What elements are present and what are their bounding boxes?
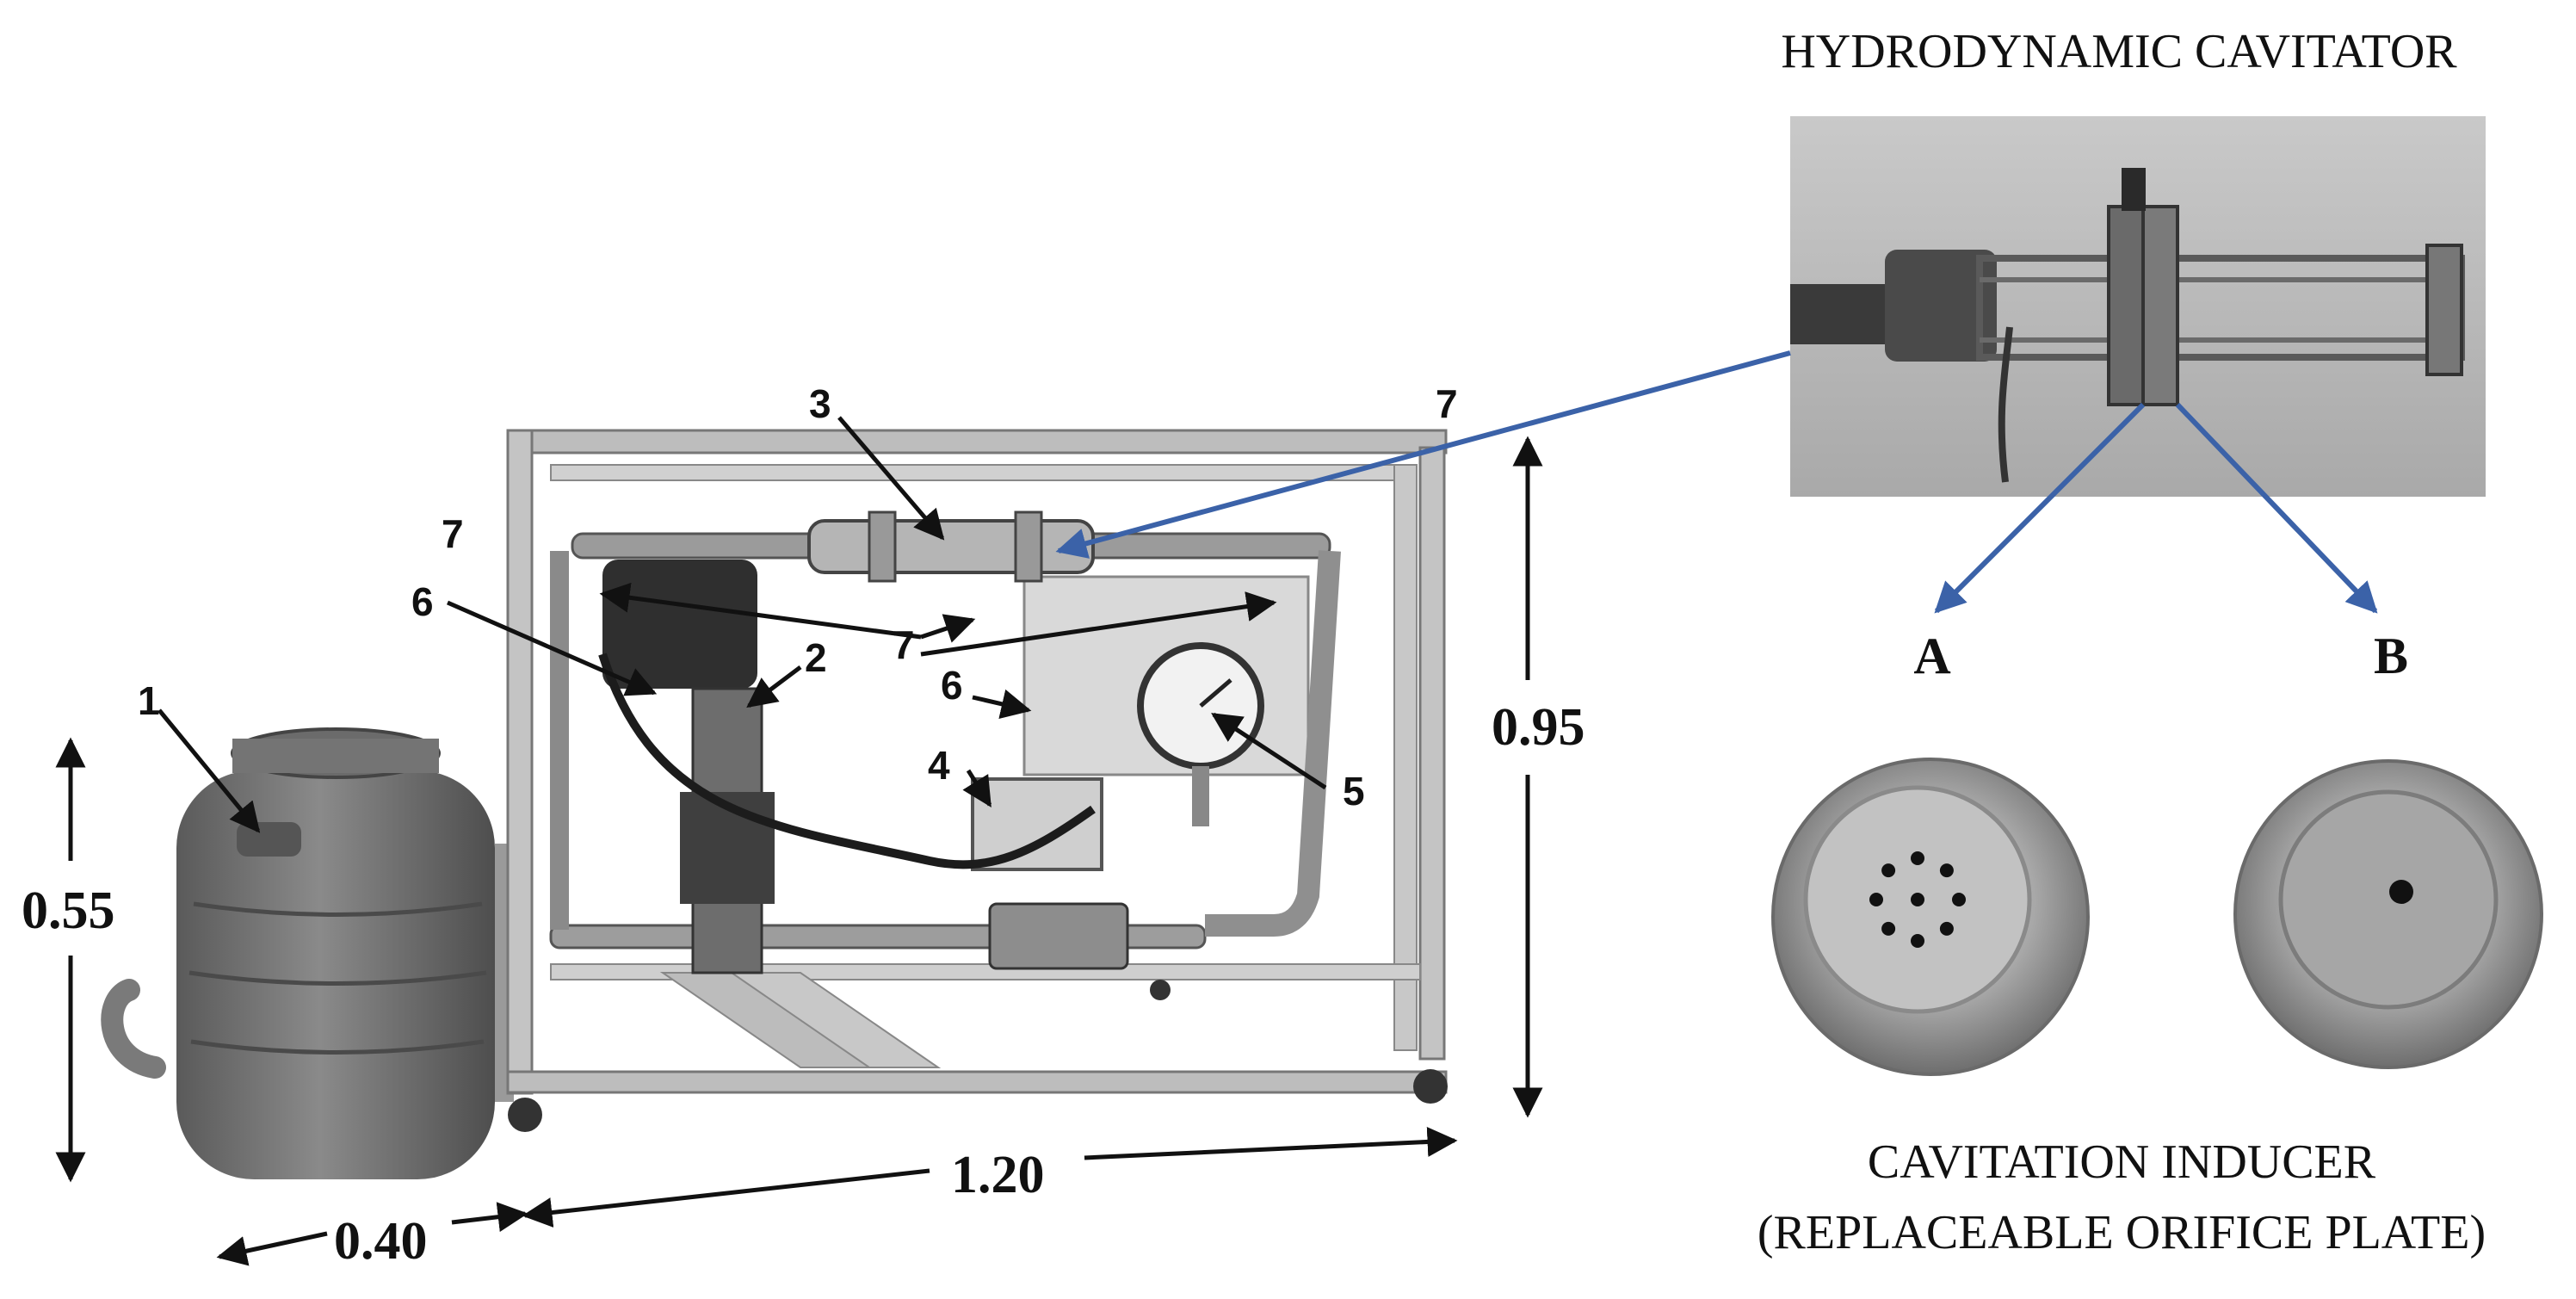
orifice-plate-b [2233, 759, 2543, 1069]
plate-b-label: B [2374, 628, 2408, 684]
tank-ridge [190, 1039, 485, 1055]
plate-a-hole [1911, 893, 1924, 906]
dim-arrow-tank-width-left [216, 1231, 328, 1266]
tank-body [176, 770, 495, 1179]
connector-arrows [1055, 350, 2378, 614]
frame-beam [550, 464, 1412, 481]
title-hydrodynamic-cavitator: HYDRODYNAMIC CAVITATOR [1781, 25, 2457, 78]
connector-to-plate-a [1934, 402, 2146, 614]
frame-post [1393, 464, 1418, 1051]
callout-4: 4 [928, 743, 950, 788]
plate-a-hole [1869, 893, 1883, 906]
electrical-box [971, 777, 1103, 871]
flow-meter [988, 902, 1129, 970]
connector-to-rig [1055, 350, 1791, 559]
dim-tank-width: 0.40 [334, 1212, 428, 1271]
caster-wheel [1413, 1069, 1448, 1104]
callout-line-4 [962, 769, 992, 807]
dim-frame-height: 0.95 [1492, 698, 1585, 757]
tank-neck [232, 739, 439, 773]
plate-a-hole [1881, 863, 1896, 878]
caster-wheel [508, 1098, 542, 1132]
plate-a-hole [1939, 921, 1954, 936]
dim-arrow-frame-length-right [1084, 1126, 1458, 1160]
frame-bottom-beam [506, 1070, 1448, 1094]
cavitator-flange [1014, 510, 1043, 583]
callout-line-7b-2 [920, 614, 976, 643]
plate-a-hole [1939, 863, 1954, 878]
callout-7a: 7 [442, 511, 464, 556]
callout-line-1 [158, 708, 261, 833]
tank-ridge [193, 901, 483, 917]
callout-2: 2 [805, 635, 827, 680]
callout-7b: 7 [893, 622, 915, 667]
callout-1: 1 [138, 678, 160, 723]
pump-motor [602, 560, 757, 689]
cavitator-flange [868, 510, 897, 583]
frame-base-rail [728, 972, 942, 1068]
cavitator-body [807, 519, 1095, 574]
title-replaceable-orifice-plate: (REPLACEABLE ORIFICE PLATE) [1757, 1206, 2486, 1259]
callout-7c: 7 [1436, 381, 1458, 426]
sensor-cable [1998, 326, 2013, 483]
callout-5: 5 [1343, 769, 1365, 813]
tank-ridge [188, 970, 487, 986]
frame-post [1418, 446, 1446, 1061]
plate-a-label: A [1913, 628, 1950, 684]
dim-tank-height: 0.55 [22, 881, 115, 940]
dim-arrow-tank-width-right [451, 1202, 528, 1233]
caster-wheel [1150, 980, 1171, 1000]
callout-line-6a [446, 600, 658, 696]
title-cavitation-inducer: CAVITATION INDUCER [1868, 1135, 2376, 1189]
connector-to-plate-b [2175, 402, 2378, 614]
water-tank [101, 727, 514, 1179]
orifice-plate-a [1771, 758, 2090, 1076]
callout-6a: 6 [411, 579, 434, 624]
callout-line-6b [972, 689, 1032, 719]
cavitator-end-flange [2425, 244, 2463, 376]
return-riser [1205, 550, 1341, 937]
cavitator-photo [1790, 116, 2486, 497]
plate-b-hole [2389, 880, 2413, 904]
callouts: 1 2 3 4 5 6 6 7 7 7 [138, 381, 1458, 833]
test-rig [506, 429, 1448, 1132]
tank-hose [101, 979, 166, 1079]
plate-a-hole [1881, 921, 1896, 936]
plate-a-holes [1869, 851, 1966, 948]
plate-a-hole [1911, 934, 1924, 948]
frame-top-beam [506, 429, 1448, 455]
dim-frame-length: 1.20 [951, 1146, 1045, 1204]
cavitator-bolt [2122, 168, 2146, 211]
cavitator-flange [2141, 205, 2179, 406]
callout-3: 3 [809, 381, 831, 426]
power-cable [598, 653, 1096, 869]
frame-post [506, 429, 534, 1095]
plate-a-hole [1911, 851, 1924, 865]
plate-a-hole [1952, 893, 1966, 906]
gauge-needle [1199, 678, 1232, 708]
callout-line-7b-3 [920, 591, 1277, 657]
callout-line-3 [837, 416, 945, 541]
gauge-stem [1192, 766, 1209, 826]
dim-arrow-frame-length-left [522, 1168, 930, 1228]
callout-line-5 [1211, 712, 1327, 790]
plate-b-face [2278, 789, 2499, 1010]
cavitator-coupling [1885, 250, 1997, 362]
callout-line-2 [746, 665, 802, 708]
callout-6b: 6 [941, 663, 963, 708]
dimensions: 0.55 0.40 1.20 0.95 [22, 436, 1585, 1271]
tank-handle [237, 822, 301, 857]
cavitator-flange [2107, 205, 2145, 406]
callout-line-7b-1 [599, 582, 922, 640]
